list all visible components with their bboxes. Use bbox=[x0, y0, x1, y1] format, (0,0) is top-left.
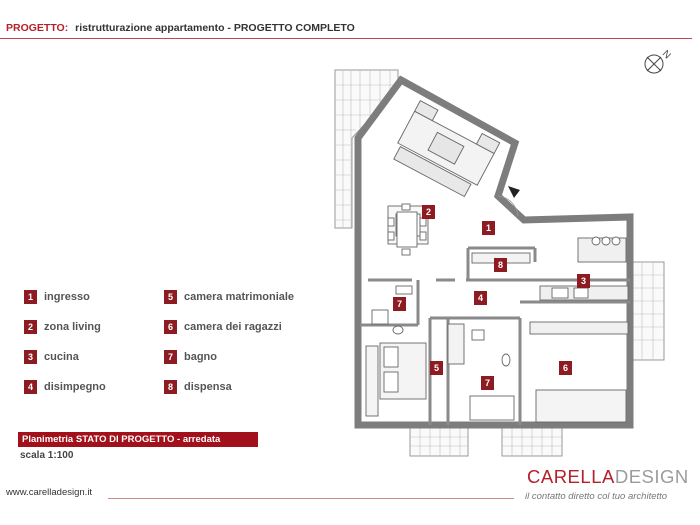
room-badge-7a: 7 bbox=[393, 297, 406, 311]
legend-label: disimpegno bbox=[44, 381, 106, 393]
room-badge-3: 3 bbox=[577, 274, 590, 288]
room-badge-6: 6 bbox=[559, 361, 572, 375]
terrace-right bbox=[631, 261, 665, 361]
legend-item: 4 disimpegno bbox=[24, 380, 106, 394]
legend-number: 2 bbox=[24, 320, 37, 334]
legend-label: cucina bbox=[44, 351, 79, 363]
legend-item: 1 ingresso bbox=[24, 290, 90, 304]
legend-label: camera dei ragazzi bbox=[184, 321, 282, 333]
legend-label: zona living bbox=[44, 321, 101, 333]
legend-number: 4 bbox=[24, 380, 37, 394]
room-badge-4: 4 bbox=[474, 291, 487, 305]
legend-item: 2 zona living bbox=[24, 320, 101, 334]
legend-item: 6 camera dei ragazzi bbox=[164, 320, 282, 334]
brand-logo: CARELLADESIGN bbox=[527, 466, 689, 488]
legend-label: dispensa bbox=[184, 381, 232, 393]
legend-label: camera matrimoniale bbox=[184, 291, 295, 303]
legend-item: 7 bagno bbox=[164, 350, 217, 364]
website-link[interactable]: www.carelladesign.it bbox=[6, 487, 93, 498]
legend-number: 1 bbox=[24, 290, 37, 304]
room-badge-label: 6 bbox=[563, 363, 568, 373]
header-prefix: PROGETTO: bbox=[6, 22, 69, 34]
room-badge-label: 5 bbox=[434, 363, 439, 373]
room-badge-label: 1 bbox=[486, 223, 491, 233]
room-badge-2: 2 bbox=[422, 205, 435, 219]
room-badge-5: 5 bbox=[430, 361, 443, 375]
legend-number: 7 bbox=[164, 350, 177, 364]
room-badge-7b: 7 bbox=[481, 376, 494, 390]
brand-part-2: DESIGN bbox=[614, 466, 689, 487]
brand-part-1: CARELLA bbox=[527, 466, 615, 487]
brand-tagline: il contatto diretto col tuo architetto bbox=[525, 491, 668, 502]
legend-item: 3 cucina bbox=[24, 350, 79, 364]
room-badge-label: 7 bbox=[485, 378, 490, 388]
room-badge-8: 8 bbox=[494, 258, 507, 272]
header-divider bbox=[0, 38, 692, 39]
bathroom-fixtures bbox=[371, 285, 515, 421]
terrace-top-left-grid bbox=[335, 70, 398, 228]
room-badge-label: 3 bbox=[581, 276, 586, 286]
room-badge-1: 1 bbox=[482, 221, 495, 235]
footer-divider bbox=[108, 498, 514, 499]
legend-item: 5 camera matrimoniale bbox=[164, 290, 294, 304]
balcony-bottom-left bbox=[409, 427, 469, 457]
room-badge-label: 7 bbox=[397, 299, 402, 309]
legend-label: ingresso bbox=[44, 291, 90, 303]
page-header: PROGETTO: ristrutturazione appartamento … bbox=[6, 22, 355, 34]
legend-number: 3 bbox=[24, 350, 37, 364]
legend-label: bagno bbox=[184, 351, 217, 363]
plan-caption: Planimetria STATO DI PROGETTO - arredata bbox=[18, 432, 258, 447]
entrance-arrow-icon bbox=[508, 186, 520, 198]
room-badge-label: 2 bbox=[426, 207, 431, 217]
legend-number: 5 bbox=[164, 290, 177, 304]
north-arrow-icon: N bbox=[644, 48, 673, 74]
plan-scale: scala 1:100 bbox=[20, 450, 74, 461]
room-badge-label: 8 bbox=[498, 260, 503, 270]
header-title: ristrutturazione appartamento - PROGETTO… bbox=[75, 22, 355, 34]
legend-item: 8 dispensa bbox=[164, 380, 232, 394]
room-badge-label: 4 bbox=[478, 293, 483, 303]
legend-number: 6 bbox=[164, 320, 177, 334]
bedroom-furniture bbox=[365, 342, 627, 423]
dining-table bbox=[387, 203, 427, 256]
legend-number: 8 bbox=[164, 380, 177, 394]
floor-plan: 1 2 3 4 5 6 7 7 8 bbox=[334, 69, 665, 457]
